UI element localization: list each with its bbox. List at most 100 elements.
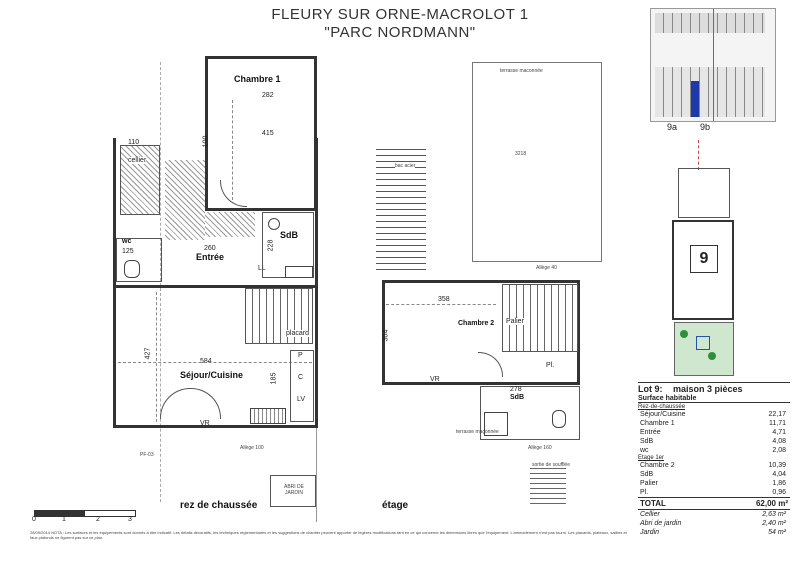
lot-number-box: 9	[690, 245, 718, 273]
table-row: Chambre 1 11,71	[638, 419, 788, 428]
total-value: 62,00 m²	[755, 499, 788, 508]
neighbour-houses	[655, 13, 765, 33]
tree-icon	[680, 330, 688, 338]
shower-tray-icon	[285, 266, 313, 278]
area-label: wc	[640, 447, 649, 454]
room-label-chambre2: Chambre 2	[458, 320, 495, 327]
dimension-260: 260	[204, 245, 216, 252]
scale-bar: 0 1 2 3	[30, 510, 140, 524]
area-label: Pl.	[640, 489, 649, 496]
washbasin-icon	[268, 218, 280, 230]
area-label: Entrée	[640, 429, 661, 436]
table-row: Pl.0,96	[638, 488, 788, 497]
room-label-chambre1: Chambre 1	[234, 74, 281, 84]
area-value: 10,39	[768, 462, 786, 469]
lot-type: maison 3 pièces	[673, 384, 743, 394]
upper-floor-walls	[382, 280, 580, 385]
exterior-steps	[530, 468, 566, 508]
property-line	[160, 62, 162, 502]
label-vr-ground: VR	[200, 420, 210, 427]
label-terrasse-top: terrasse maconnée	[500, 68, 543, 74]
area-value: 11,71	[769, 420, 786, 427]
north-arrow-icon	[696, 336, 710, 350]
kitchen-units	[290, 350, 314, 422]
label-vr-upper: VR	[430, 376, 440, 383]
area-label: Jardin	[640, 529, 660, 536]
plan-title-line2: "PARC NORDMANN"	[324, 24, 476, 41]
lot-label: Lot 9:	[638, 384, 663, 394]
room-label-sdb-upper: SdB	[510, 394, 524, 401]
label-c: C	[298, 374, 304, 381]
room-label-cellier: cellier	[128, 157, 147, 164]
label-allege160: Allège 160	[528, 445, 552, 451]
area-label: Chambre 2	[640, 462, 675, 469]
dimension-282: 282	[262, 92, 274, 99]
room-label-sdb-ground: SdB	[280, 230, 298, 240]
neighbour-houses	[655, 67, 765, 117]
lot-tag-9b: 9b	[700, 122, 711, 132]
dimension-427: 427	[144, 347, 152, 360]
table-row: Chambre 2 10,39	[638, 461, 788, 470]
dimension-415: 415	[262, 130, 274, 137]
room-wc	[116, 238, 162, 282]
area-value: 4,71	[772, 429, 786, 436]
dimension-line	[386, 304, 496, 306]
boundary-line	[698, 140, 700, 170]
area-value: 54 m²	[768, 529, 786, 536]
surface-title: Surface habitable	[638, 395, 790, 403]
table-row: wc 2,08	[638, 446, 788, 455]
room-label-placard: placard	[286, 330, 309, 337]
boundary-line	[713, 9, 714, 121]
dimension-228: 228	[267, 239, 275, 252]
area-label: Chambre 1	[640, 420, 675, 427]
site-plan	[650, 8, 776, 122]
table-row: Entrée 4,71	[638, 428, 788, 437]
area-value: 2,08	[772, 447, 786, 454]
wall-hatch	[165, 160, 205, 240]
label-sortie: sortie de soufflée	[532, 462, 570, 468]
room-label-palier: Palier	[506, 318, 524, 325]
upper-floor-plan: terrasse maconnée 3218 bac acier Allège …	[360, 0, 630, 520]
room-label-sejour: Séjour/Cuisine	[180, 370, 244, 380]
room-label-pl: Pl.	[546, 362, 555, 369]
lot-house	[672, 220, 734, 320]
wall-hatch	[205, 212, 255, 237]
dimension-278: 278	[510, 386, 522, 393]
toilet-icon	[124, 260, 140, 278]
terrasse-outline	[472, 62, 602, 262]
label-ll: LL	[258, 265, 266, 272]
area-label: SdB	[640, 471, 654, 478]
label-lv: LV	[297, 396, 306, 403]
dimension-3218: 3218	[515, 151, 527, 157]
area-value: 1,86	[772, 480, 786, 487]
room-cellier	[120, 145, 160, 215]
label-abri: ABRI DE JARDIN	[283, 484, 304, 496]
lot-plan: 9	[668, 140, 738, 376]
total-label: TOTAL	[640, 499, 666, 508]
label-allege40: Allège 40	[536, 265, 557, 271]
dimension-358: 358	[438, 296, 450, 303]
area-value: 2,63 m²	[762, 511, 786, 518]
area-label: Séjour/Cuisine	[640, 411, 686, 418]
scale-tick: 3	[128, 516, 132, 523]
scale-tick: 1	[62, 516, 66, 523]
total-row: TOTAL 62,00 m²	[638, 497, 790, 510]
room-sdb-upper	[480, 386, 580, 440]
room-sejour-cuisine	[113, 285, 318, 428]
dimension-584: 584	[200, 358, 212, 365]
upper-floor-caption: étage	[382, 500, 409, 511]
abri-de-jardin	[270, 475, 316, 507]
shower-icon	[484, 412, 508, 436]
table-row: Jardin 54 m²	[638, 528, 788, 537]
dimension-185: 185	[270, 372, 278, 385]
ground-title: Rez-de-chaussée	[638, 404, 686, 410]
room-label-wc: wc	[122, 238, 132, 245]
